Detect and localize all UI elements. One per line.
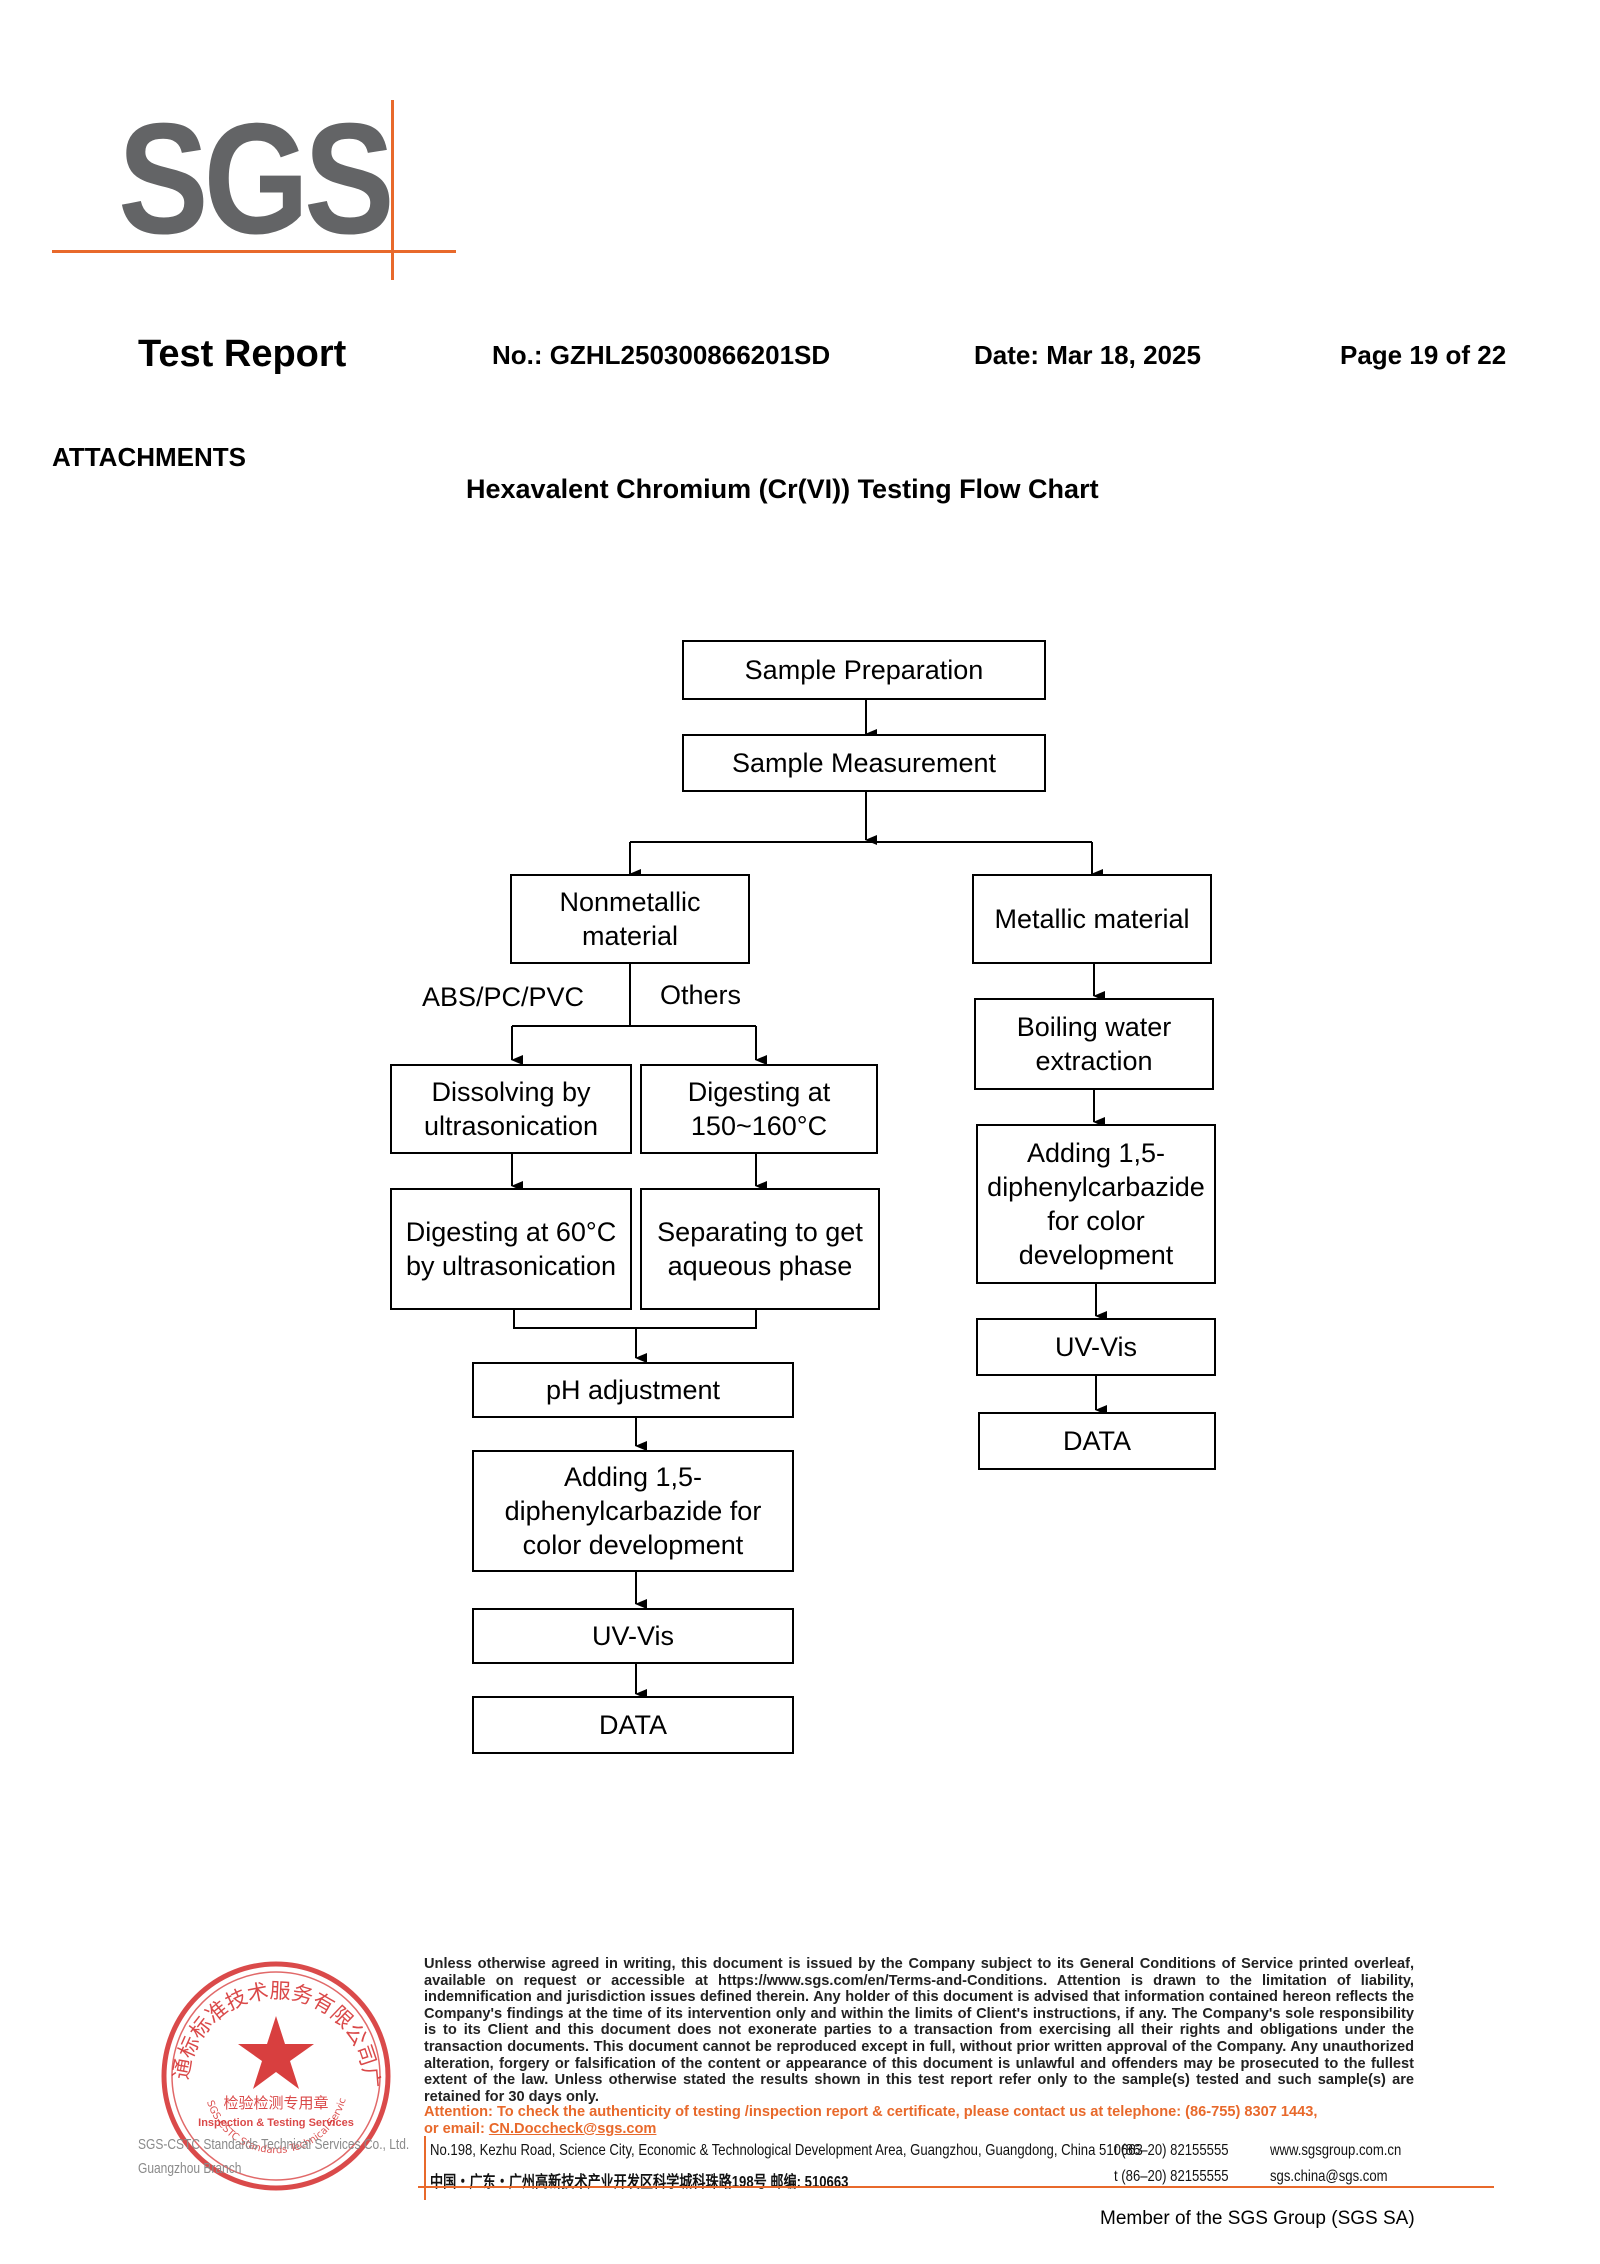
digesting-60-box: Digesting at 60°C by ultrasonication <box>390 1188 632 1310</box>
chart-title: Hexavalent Chromium (Cr(VI)) Testing Flo… <box>466 474 1099 504</box>
email-link[interactable]: sgs.china@sgs.com <box>1270 2168 1388 2185</box>
sample-measurement-box: Sample Measurement <box>682 734 1046 792</box>
authenticity-email-link[interactable]: CN.Doccheck@sgs.com <box>488 2120 657 2137</box>
authenticity-notice: Attention: To check the authenticity of … <box>424 2104 1424 2137</box>
sgs-logo: SGS <box>52 100 462 284</box>
footer-orange-vertical-line <box>424 2136 426 2200</box>
phone-2: t (86–20) 82155555 <box>1114 2168 1229 2185</box>
seal-star-icon <box>238 2016 314 2089</box>
sgs-logo-text: SGS <box>118 91 395 267</box>
company-seal-stamp: 通标标准技术服务有限公司广州分公司 SGS-CSTC Standards Tec… <box>158 1958 391 2191</box>
adding-diphenylcarbazide-left-box: Adding 1,5-diphenylcarbazide for color d… <box>472 1450 794 1572</box>
branch-label-abs-pc-pvc: ABS/PC/PVC <box>422 982 585 1012</box>
digesting-150-box: Digesting at 150~160°C <box>640 1064 878 1154</box>
separating-box: Separating to get aqueous phase <box>640 1188 880 1310</box>
email-prefix: or email: <box>424 2120 489 2137</box>
address-english: No.198, Kezhu Road, Science City, Econom… <box>430 2142 1143 2159</box>
authenticity-notice-text: Attention: To check the authenticity of … <box>424 2104 1318 2120</box>
boiling-water-extraction-box: Boiling water extraction <box>974 998 1214 1090</box>
address-chinese: 中国・广东・广州高新技术产业开发区科学城科珠路198号 邮编: 510663 <box>430 2174 849 2191</box>
phone-1: t (86–20) 82155555 <box>1114 2142 1229 2159</box>
ph-adjustment-box: pH adjustment <box>472 1362 794 1418</box>
branch-label-others: Others <box>660 980 742 1010</box>
report-title: Test Report <box>138 333 347 375</box>
logo-orange-horizontal-line <box>52 250 456 253</box>
seal-center-text-cn: 检验检测专用章 <box>223 2094 328 2112</box>
uv-vis-right-box: UV-Vis <box>976 1318 1216 1376</box>
section-label: ATTACHMENTS <box>52 442 247 472</box>
authenticity-email-line: or email: CN.Doccheck@sgs.com <box>424 2121 1424 2138</box>
dissolving-box: Dissolving by ultrasonication <box>390 1064 632 1154</box>
report-date: Date: Mar 18, 2025 <box>974 340 1201 370</box>
data-left-box: DATA <box>472 1696 794 1754</box>
metallic-material-box: Metallic material <box>972 874 1212 964</box>
page-number: Page 19 of 22 <box>1340 340 1507 370</box>
adding-diphenylcarbazide-right-box: Adding 1,5-diphenylcarbazide for color d… <box>976 1124 1216 1284</box>
report-number: No.: GZHL250300866201SD <box>492 340 831 370</box>
uv-vis-left-box: UV-Vis <box>472 1608 794 1664</box>
nonmetallic-material-box: Nonmetallic material <box>510 874 750 964</box>
seal-center-text-en: Inspection & Testing Services <box>198 2117 354 2129</box>
connector-merge <box>513 1310 757 1329</box>
footer-orange-horizontal-line <box>418 2186 1494 2188</box>
website-link[interactable]: www.sgsgroup.com.cn <box>1270 2142 1402 2159</box>
sample-preparation-box: Sample Preparation <box>682 640 1046 700</box>
seal-caption-branch: Guangzhou Branch <box>138 2160 242 2177</box>
data-right-box: DATA <box>978 1412 1216 1470</box>
legal-disclaimer: Unless otherwise agreed in writing, this… <box>424 1956 1414 2105</box>
sgs-group-membership: Member of the SGS Group (SGS SA) <box>1100 2208 1415 2229</box>
seal-caption-company: SGS-CSTC Standards Technical Services Co… <box>138 2136 410 2153</box>
logo-orange-vertical-line <box>391 100 394 280</box>
